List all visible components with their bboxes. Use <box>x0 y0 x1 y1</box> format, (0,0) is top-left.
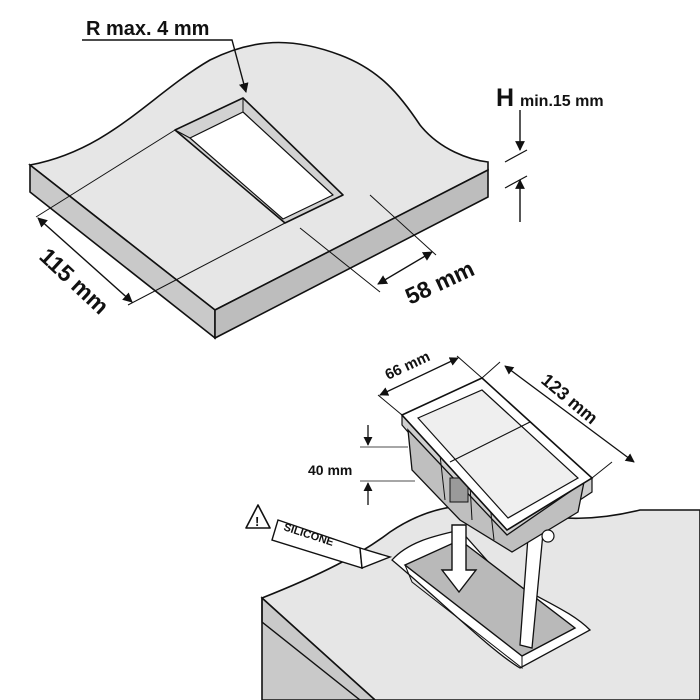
depth-dimension-line <box>377 251 433 285</box>
svg-text:!: ! <box>255 514 259 529</box>
radius-label: R max. 4 mm <box>86 18 209 40</box>
countertop-side-edge <box>214 168 489 340</box>
cutout-opening <box>174 97 344 224</box>
countertop-top: R max. 4 mm H min.15 mm 115 mm 58 mm <box>28 18 604 340</box>
countertop-bottom-front <box>261 596 377 700</box>
height-symbol: H <box>496 84 514 112</box>
warning-triangle-icon: ! <box>245 504 271 529</box>
box-width-label: 66 mm <box>383 348 433 383</box>
width-label: 115 mm <box>35 243 114 320</box>
insert-down-arrow-icon <box>440 524 478 594</box>
box-length-label: 123 mm <box>537 370 601 428</box>
countertop-bottom: SILICONE ! <box>245 504 700 700</box>
box-length-dimension-line <box>504 365 635 463</box>
box-width-dimension-line <box>379 357 459 396</box>
width-dimension-line <box>37 217 133 303</box>
radius-leader <box>82 39 249 93</box>
height-label: min.15 mm <box>520 93 604 110</box>
box-height-label: 40 mm <box>308 462 352 478</box>
height-dimension <box>504 110 528 222</box>
